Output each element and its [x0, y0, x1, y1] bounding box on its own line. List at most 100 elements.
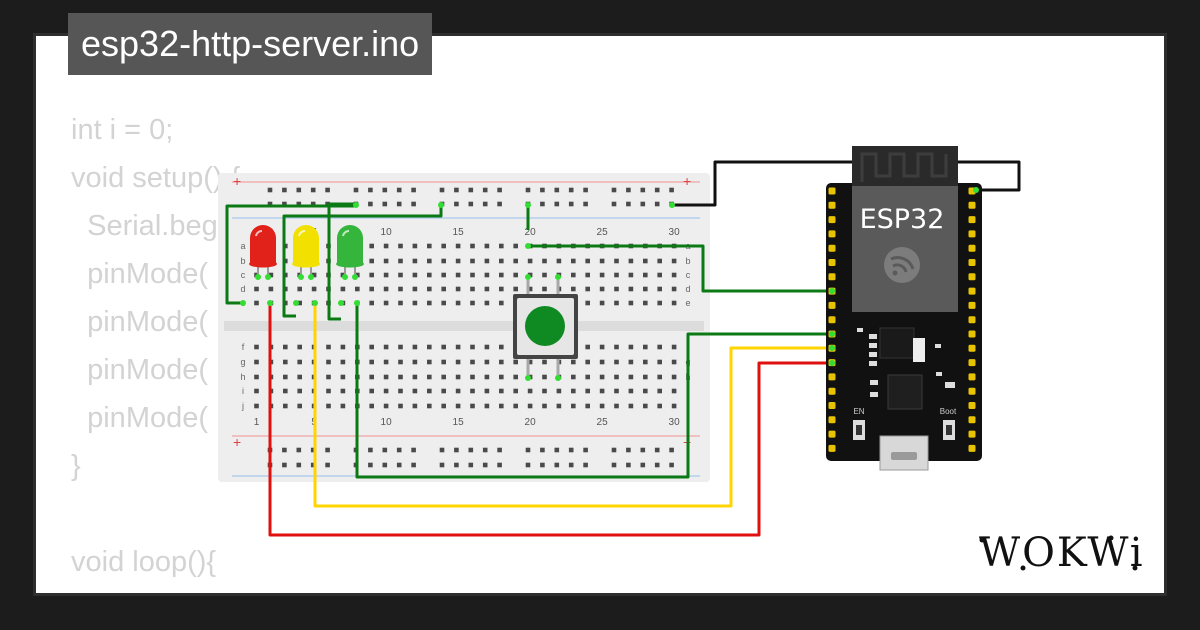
- breadboard-hole: [527, 388, 533, 394]
- breadboard-hole: [640, 201, 646, 207]
- breadboard-hole: [628, 403, 634, 409]
- breadboard-hole: [382, 187, 388, 193]
- code-line: }: [71, 450, 81, 482]
- breadboard-hole: [497, 447, 502, 453]
- breadboard-hole: [657, 359, 662, 365]
- breadboard-hole: [369, 286, 374, 292]
- breadboard-hole: [441, 272, 446, 278]
- esp32-board: ESP32 EN Boot: [826, 146, 982, 471]
- breadboard-hole: [671, 286, 677, 292]
- breadboard-hole: [297, 388, 302, 394]
- breadboard-center-channel: [224, 321, 704, 331]
- breadboard-hole: [310, 447, 316, 453]
- breadboard-hole: [611, 187, 617, 193]
- esp32-pin: [968, 387, 976, 395]
- breadboard-hole: [340, 344, 346, 350]
- breadboard-hole: [669, 462, 674, 468]
- breadboard-hole: [626, 187, 631, 193]
- breadboard-hole: [671, 344, 677, 350]
- breadboard-hole: [398, 243, 403, 249]
- breadboard-hole: [614, 286, 619, 292]
- breadboard-hole: [455, 388, 461, 394]
- esp32-pin: [968, 230, 976, 238]
- esp32-pin: [968, 216, 976, 224]
- breadboard-hole: [326, 403, 331, 409]
- breadboard-hole: [611, 201, 617, 207]
- breadboard-hole: [554, 462, 560, 468]
- breadboard-hole: [484, 258, 490, 264]
- breadboard-hole: [383, 300, 389, 306]
- breadboard-hole: [310, 201, 316, 207]
- breadboard-hole: [439, 462, 445, 468]
- breadboard-hole: [542, 286, 547, 292]
- breadboard-hole: [542, 403, 547, 409]
- breadboard-hole: [671, 258, 677, 264]
- button-cap[interactable]: [525, 306, 565, 346]
- breadboard-hole: [368, 201, 373, 207]
- breadboard-hole: [470, 258, 475, 264]
- breadboard-hole: [628, 272, 634, 278]
- breadboard-hole: [585, 286, 590, 292]
- esp32-pin: [828, 416, 836, 424]
- breadboard-hole: [628, 300, 634, 306]
- breadboard-hole: [614, 374, 619, 380]
- breadboard-hole: [571, 388, 576, 394]
- breadboard-hole: [468, 187, 474, 193]
- breadboard-hole: [455, 258, 461, 264]
- breadboard-hole: [297, 374, 302, 380]
- esp32-pin: [968, 359, 976, 367]
- breadboard-hole: [282, 447, 287, 453]
- breadboard-hole: [599, 300, 605, 306]
- esp32-pin: [828, 273, 836, 281]
- breadboard-hole: [411, 447, 416, 453]
- breadboard-hole: [340, 388, 346, 394]
- boot-button-actuator[interactable]: [946, 425, 952, 435]
- breadboard-hole: [583, 447, 588, 453]
- row-label: i: [242, 386, 244, 396]
- esp32-pin: [968, 344, 976, 352]
- row-label: g: [240, 357, 245, 367]
- breadboard-hole: [671, 272, 677, 278]
- breadboard-hole: [499, 300, 504, 306]
- breadboard-hole: [525, 462, 531, 468]
- green-wire-yellow-led: [282, 205, 443, 318]
- row-label: c: [241, 270, 246, 280]
- breadboard-hole: [499, 258, 504, 264]
- breadboard-hole: [657, 374, 662, 380]
- breadboard-hole: [499, 359, 504, 365]
- breadboard-hole: [455, 374, 461, 380]
- breadboard-hole: [441, 403, 446, 409]
- breadboard-hole: [470, 286, 475, 292]
- breadboard-hole: [283, 388, 288, 394]
- breadboard-hole: [369, 403, 374, 409]
- breadboard-hole: [499, 388, 504, 394]
- breadboard-hole: [599, 258, 605, 264]
- breadboard-hole: [585, 344, 590, 350]
- breadboard-hole: [499, 243, 504, 249]
- breadboard-hole: [599, 344, 605, 350]
- breadboard-hole: [412, 300, 418, 306]
- breadboard-hole: [412, 403, 418, 409]
- breadboard-hole: [296, 201, 302, 207]
- breadboard-hole: [571, 359, 576, 365]
- red-wire: [268, 302, 832, 537]
- breadboard-hole: [369, 359, 374, 365]
- project-filename-tag: esp32-http-server.ino: [68, 13, 433, 75]
- breadboard-hole: [585, 359, 590, 365]
- breadboard-hole: [499, 286, 504, 292]
- breadboard-hole: [398, 403, 403, 409]
- breadboard-hole: [296, 462, 302, 468]
- row-label: c: [686, 270, 691, 280]
- breadboard-hole: [383, 344, 389, 350]
- push-button[interactable]: [513, 280, 578, 376]
- breadboard-hole: [441, 258, 446, 264]
- column-label: 30: [669, 227, 681, 238]
- smd-components: [857, 328, 955, 397]
- esp32-pin: [968, 373, 976, 381]
- breadboard-hole: [411, 462, 416, 468]
- green-wire-led-ground: [225, 204, 356, 305]
- en-button-actuator[interactable]: [856, 425, 862, 435]
- green-wire-green-led-pin: [355, 302, 832, 479]
- breadboard-hole: [412, 374, 418, 380]
- breadboard-hole: [470, 243, 475, 249]
